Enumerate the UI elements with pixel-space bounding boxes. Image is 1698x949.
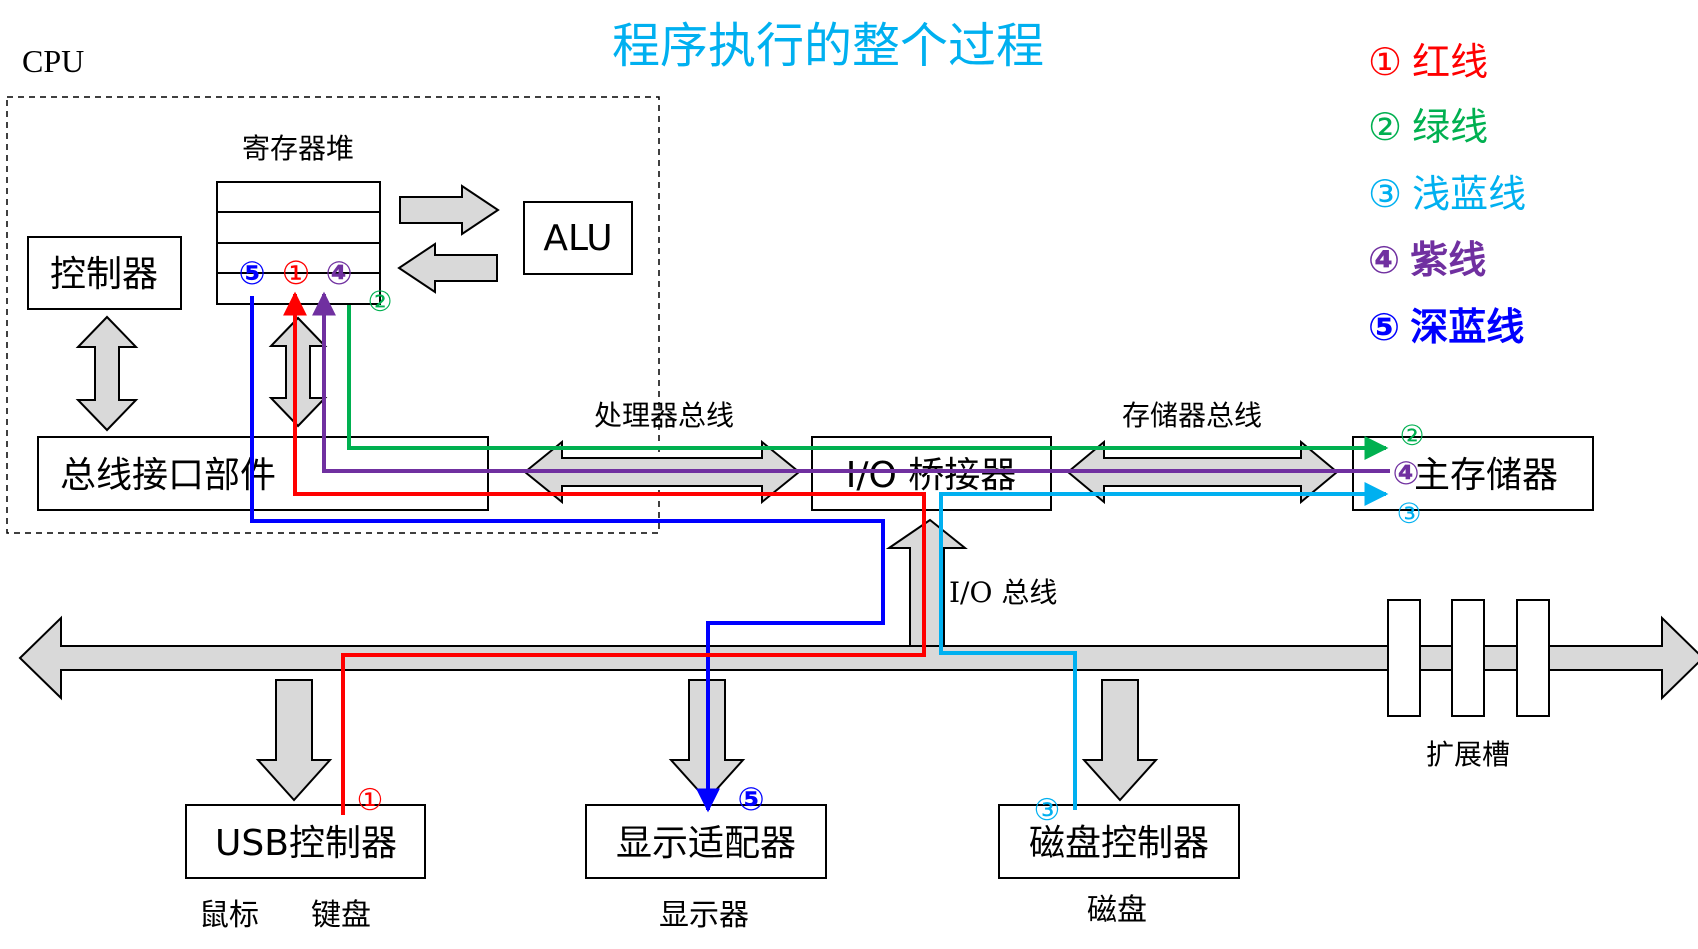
cpu-boundary xyxy=(6,96,660,534)
register-marker-4: ④ xyxy=(325,254,352,292)
expansion-slots-label: 扩展槽 xyxy=(1426,738,1510,771)
memory-marker-4: ④ xyxy=(1392,454,1419,492)
monitor-caption: 显示器 xyxy=(659,898,749,933)
disk-marker-3: ③ xyxy=(1034,793,1061,828)
controller-bus-double-arrow xyxy=(75,315,139,432)
cpu-label: CPU xyxy=(22,43,84,79)
legend-marker-1: ① xyxy=(1368,40,1402,84)
legend-marker-2: ② xyxy=(1368,105,1402,149)
bus-interface-label: 总线接口部件 xyxy=(60,455,276,496)
page-title: 程序执行的整个过程 xyxy=(612,18,1044,74)
main-memory-label: 主存储器 xyxy=(1414,455,1558,496)
keyboard-caption: 键盘 xyxy=(311,898,371,933)
mouse-caption: 鼠标 xyxy=(199,898,259,933)
legend-label-darkblue: 深蓝线 xyxy=(1410,305,1524,349)
disk-caption: 磁盘 xyxy=(1087,893,1147,928)
disk-down-arrow xyxy=(1081,679,1159,802)
legend-marker-3: ③ xyxy=(1368,172,1402,216)
legend-label-green: 绿线 xyxy=(1412,105,1488,149)
main-memory-box xyxy=(1352,436,1594,511)
expansion-slot-2 xyxy=(1451,599,1485,717)
processor-bus-label: 处理器总线 xyxy=(594,399,734,432)
controller-box xyxy=(27,236,182,310)
disk-controller-box xyxy=(998,804,1240,879)
register-marker-2: ② xyxy=(367,285,392,318)
legend-label-lightblue: 浅蓝线 xyxy=(1412,172,1526,216)
path-5-darkblue xyxy=(250,296,885,813)
io-bridge-label: I/O 桥接器 xyxy=(846,455,1017,496)
memory-marker-3: ③ xyxy=(1396,497,1421,530)
legend-marker-5: ⑤ xyxy=(1368,305,1400,349)
usb-controller-label: USB控制器 xyxy=(215,823,397,864)
register-file-label: 寄存器堆 xyxy=(242,132,354,165)
path-4-purple xyxy=(312,291,1390,473)
register-marker-5: ⑤ xyxy=(238,254,265,292)
controller-label: 控制器 xyxy=(50,254,158,295)
system-bus-arrow xyxy=(18,615,1698,701)
register-bus-double-arrow xyxy=(268,316,328,428)
disk-controller-label: 磁盘控制器 xyxy=(1029,823,1209,864)
expansion-slot-1 xyxy=(1387,599,1421,717)
register-marker-1: ① xyxy=(282,254,311,292)
legend-label-purple: 紫线 xyxy=(1410,238,1486,282)
reg-to-alu-arrow xyxy=(399,184,500,236)
memory-marker-2: ② xyxy=(1399,419,1424,452)
usb-controller-box xyxy=(185,804,426,879)
io-bus-label: I/O 总线 xyxy=(949,576,1057,609)
memory-bus-label: 存储器总线 xyxy=(1122,399,1262,432)
io-bus-arrow xyxy=(885,518,968,656)
alu-to-reg-arrow xyxy=(397,242,498,294)
display-marker-5: ⑤ xyxy=(737,780,764,818)
usb-down-arrow xyxy=(255,679,333,802)
legend-marker-4: ④ xyxy=(1368,238,1400,282)
usb-marker-1: ① xyxy=(357,783,384,818)
path-2-green xyxy=(347,305,1389,460)
display-adapter-label: 显示适配器 xyxy=(616,823,796,864)
alu-box xyxy=(523,201,633,275)
legend-label-red: 红线 xyxy=(1412,40,1488,84)
expansion-slot-3 xyxy=(1516,599,1550,717)
path-3-lightblue xyxy=(939,482,1389,810)
path-1-red xyxy=(283,291,926,815)
alu-label: ALU xyxy=(543,218,612,259)
